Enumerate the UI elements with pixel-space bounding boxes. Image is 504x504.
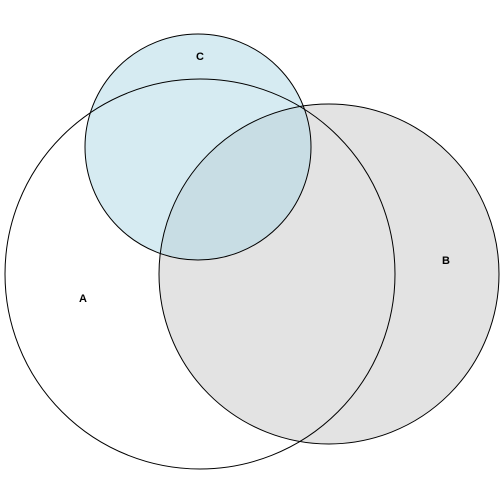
set-c-circle <box>85 34 311 260</box>
set-a-outline <box>4 78 396 470</box>
set-c-outline <box>84 33 312 261</box>
set-a-label: A <box>79 293 87 305</box>
set-b-label: B <box>442 255 450 267</box>
set-b-outline <box>158 103 500 445</box>
set-c-label: C <box>196 51 204 63</box>
